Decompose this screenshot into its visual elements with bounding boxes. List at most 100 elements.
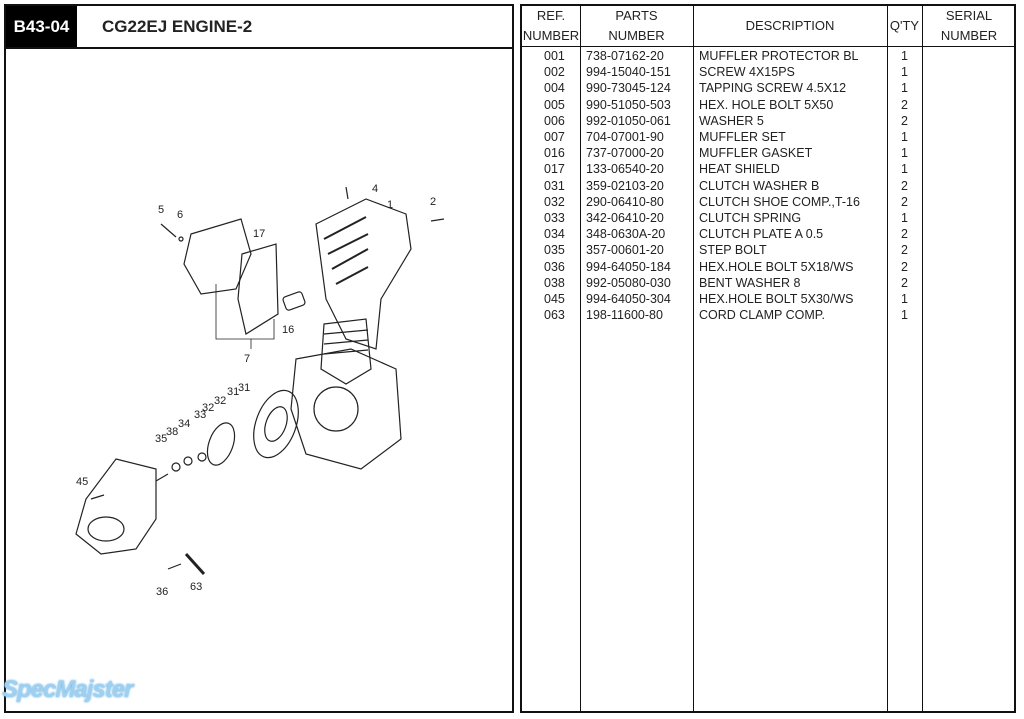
- callout-label: 6: [177, 209, 183, 221]
- cell-part: 704-07001-90: [586, 130, 664, 144]
- cell-ref: 035: [544, 243, 565, 258]
- crankcase-part: [290, 348, 402, 470]
- cell-ref: 006: [544, 113, 565, 128]
- cell-qty: 1: [901, 146, 908, 161]
- cell-qty: 2: [901, 113, 908, 128]
- callout-labels: 4 1 2 5 6 17 16 7 31 31 32 32 33 34 38 3…: [76, 183, 436, 598]
- cell-ref: 034: [544, 227, 565, 242]
- cell-ref: 036: [544, 259, 565, 274]
- cell-desc: CLUTCH SPRING: [699, 211, 802, 225]
- exploded-parts-diagram: 4 1 2 5 6 17 16 7 31 31 32 32 33 34 38 3…: [75, 183, 445, 598]
- diagram-panel: B43-04 CG22EJ ENGINE-2: [4, 4, 514, 713]
- cell-part: 990-73045-124: [586, 81, 671, 96]
- cell-desc: TAPPING SCREW 4.5X12: [699, 81, 847, 96]
- callout-label: 32: [202, 402, 214, 414]
- cell-part: 994-15040-151: [586, 65, 671, 80]
- cell-ref: 033: [544, 211, 565, 225]
- watermark-logo: SpecMajster: [2, 676, 133, 703]
- cell-desc: HEX. HOLE BOLT 5X50: [699, 97, 834, 112]
- cell-qty: 1: [901, 308, 908, 323]
- table-row: 017 133-06540-20 HEAT SHIELD 1: [522, 161, 1016, 177]
- callout-label: 5: [158, 204, 164, 216]
- header-description: DESCRIPTION: [693, 6, 887, 47]
- cell-qty: 2: [901, 194, 908, 209]
- cell-ref: 063: [544, 308, 565, 323]
- cell-desc: BENT WASHER 8: [699, 275, 801, 290]
- cell-part: 990-51050-503: [586, 97, 671, 112]
- muffler-set-part: [183, 218, 252, 295]
- callout-label: 31: [238, 382, 250, 394]
- header-ref-number: REF.NUMBER: [522, 6, 580, 47]
- fan-cover-part: [75, 458, 157, 555]
- cell-qty: 1: [901, 162, 908, 177]
- callout-label: 36: [156, 586, 168, 598]
- cell-ref: 004: [544, 81, 565, 96]
- cell-part: 357-00601-20: [586, 243, 664, 258]
- cell-part: 342-06410-20: [586, 211, 664, 225]
- cell-desc: HEX.HOLE BOLT 5X18/WS: [699, 259, 854, 274]
- table-row: 032 290-06410-80 CLUTCH SHOE COMP.,T-16 2: [522, 194, 1016, 210]
- cell-ref: 038: [544, 275, 565, 290]
- cell-part: 359-02103-20: [586, 178, 664, 193]
- table-row: 002 994-15040-151 SCREW 4X15PS 1: [522, 64, 1016, 80]
- section-code-badge: B43-04: [6, 6, 77, 47]
- page-title: CG22EJ ENGINE-2: [102, 17, 253, 36]
- cell-desc: WASHER 5: [699, 113, 764, 128]
- cell-ref: 032: [544, 194, 565, 209]
- cell-desc: MUFFLER SET: [699, 130, 786, 144]
- cell-part: 133-06540-20: [586, 162, 664, 177]
- cell-part: 737-07000-20: [586, 146, 664, 161]
- cell-ref: 016: [544, 146, 565, 161]
- cell-desc: SCREW 4X15PS: [699, 65, 795, 80]
- table-row: 016 737-07000-20 MUFFLER GASKET 1: [522, 145, 1016, 161]
- table-row: 007 704-07001-90 MUFFLER SET 1: [522, 129, 1016, 145]
- cell-desc: CLUTCH SHOE COMP.,T-16: [699, 194, 860, 209]
- cell-ref: 002: [544, 65, 565, 80]
- cell-ref: 017: [544, 162, 565, 177]
- cell-qty: 2: [901, 227, 908, 242]
- callout-label: 35: [155, 433, 167, 445]
- cell-desc: MUFFLER GASKET: [699, 146, 813, 161]
- cell-qty: 1: [901, 292, 908, 306]
- cell-desc: STEP BOLT: [699, 243, 767, 258]
- cell-desc: HEAT SHIELD: [699, 162, 780, 177]
- callout-label: 17: [253, 228, 265, 240]
- cell-part: 290-06410-80: [586, 194, 664, 209]
- cell-ref: 005: [544, 97, 565, 112]
- callout-label: 33: [194, 409, 206, 421]
- cell-qty: 1: [901, 65, 908, 80]
- cell-qty: 1: [901, 130, 908, 144]
- cell-part: 738-07162-20: [586, 49, 664, 63]
- callout-label: 63: [190, 581, 202, 593]
- cell-part: 994-64050-304: [586, 292, 671, 306]
- cell-qty: 2: [901, 275, 908, 290]
- callout-label: 2: [430, 196, 436, 208]
- cell-part: 994-64050-184: [586, 259, 671, 274]
- cell-qty: 1: [901, 211, 908, 225]
- column-divider: [522, 6, 581, 711]
- cell-qty: 1: [901, 49, 908, 63]
- cell-desc: CLUTCH PLATE A 0.5: [699, 227, 824, 242]
- callout-label: 1: [387, 199, 393, 211]
- column-divider: [693, 6, 888, 711]
- cell-ref: 007: [544, 130, 565, 144]
- cell-qty: 2: [901, 178, 908, 193]
- cell-ref: 001: [544, 49, 565, 63]
- callout-label: 45: [76, 476, 88, 488]
- cell-desc: CORD CLAMP COMP.: [699, 308, 825, 323]
- column-divider: [887, 6, 923, 711]
- flywheel-part: [253, 389, 299, 459]
- muffler-protector-part: [315, 198, 412, 350]
